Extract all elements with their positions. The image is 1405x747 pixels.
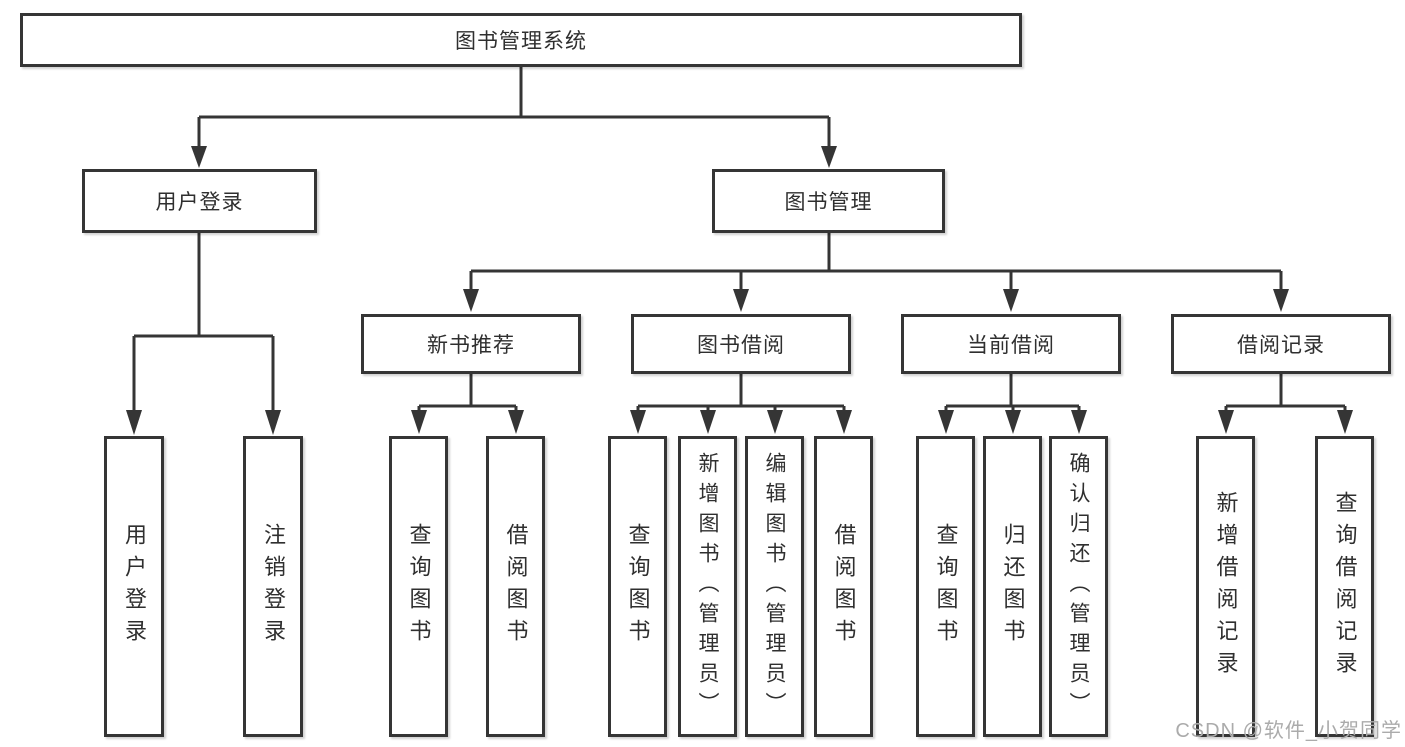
leaf-bb-borrow-books-label: 借阅图书: [831, 522, 857, 651]
node-borrowing-records: 借阅记录: [1171, 314, 1391, 374]
node-book-borrowing: 图书借阅: [631, 314, 851, 374]
leaf-bb-query-books: 查询图书: [608, 436, 667, 737]
leaf-br-query-record-label: 查询借阅记录: [1332, 490, 1358, 683]
leaf-cb-query-books: 查询图书: [916, 436, 975, 737]
leaf-bb-query-books-label: 查询图书: [625, 522, 651, 651]
csdn-watermark: CSDN @软件_小贺同学: [1175, 720, 1402, 742]
leaf-nbr-query-books: 查询图书: [389, 436, 448, 737]
leaf-cb-query-books-label: 查询图书: [933, 522, 959, 651]
node-root: 图书管理系统: [20, 13, 1022, 67]
leaf-bb-borrow-books: 借阅图书: [814, 436, 873, 737]
leaf-nbr-borrow-books: 借阅图书: [486, 436, 545, 737]
leaf-cb-return-books: 归还图书: [983, 436, 1042, 737]
leaf-bb-add-books-admin: 新增图书（管理员）: [678, 436, 737, 737]
node-borrowing-records-label: 借阅记录: [1237, 334, 1325, 357]
node-new-book-recommend-label: 新书推荐: [427, 334, 515, 357]
leaf-user-login-label: 用户登录: [122, 522, 147, 651]
node-root-label: 图书管理系统: [455, 30, 587, 53]
leaf-br-add-record-label: 新增借阅记录: [1213, 490, 1239, 683]
leaf-bb-edit-books-admin-label: 编辑图书（管理员）: [763, 451, 786, 722]
leaf-cb-confirm-return-admin-label: 确认归还（管理员）: [1067, 451, 1090, 722]
leaf-cb-confirm-return-admin: 确认归还（管理员）: [1049, 436, 1108, 737]
leaf-bb-add-books-admin-label: 新增图书（管理员）: [696, 451, 719, 722]
leaf-bb-edit-books-admin: 编辑图书（管理员）: [745, 436, 804, 737]
leaf-nbr-borrow-books-label: 借阅图书: [503, 522, 529, 651]
leaf-br-query-record: 查询借阅记录: [1315, 436, 1374, 737]
leaf-logout: 注销登录: [243, 436, 303, 737]
leaf-cb-return-books-label: 归还图书: [1000, 522, 1026, 651]
node-book-management: 图书管理: [712, 169, 945, 233]
node-book-borrowing-label: 图书借阅: [697, 334, 785, 357]
node-current-borrowing-label: 当前借阅: [967, 334, 1055, 357]
node-user-login-label: 用户登录: [155, 191, 244, 214]
node-current-borrowing: 当前借阅: [901, 314, 1121, 374]
leaf-user-login: 用户登录: [104, 436, 164, 737]
node-user-login: 用户登录: [82, 169, 317, 233]
node-book-management-label: 图书管理: [784, 191, 873, 214]
leaf-logout-label: 注销登录: [261, 522, 286, 651]
leaf-br-add-record: 新增借阅记录: [1196, 436, 1255, 737]
node-new-book-recommend: 新书推荐: [361, 314, 581, 374]
leaf-nbr-query-books-label: 查询图书: [406, 522, 432, 651]
